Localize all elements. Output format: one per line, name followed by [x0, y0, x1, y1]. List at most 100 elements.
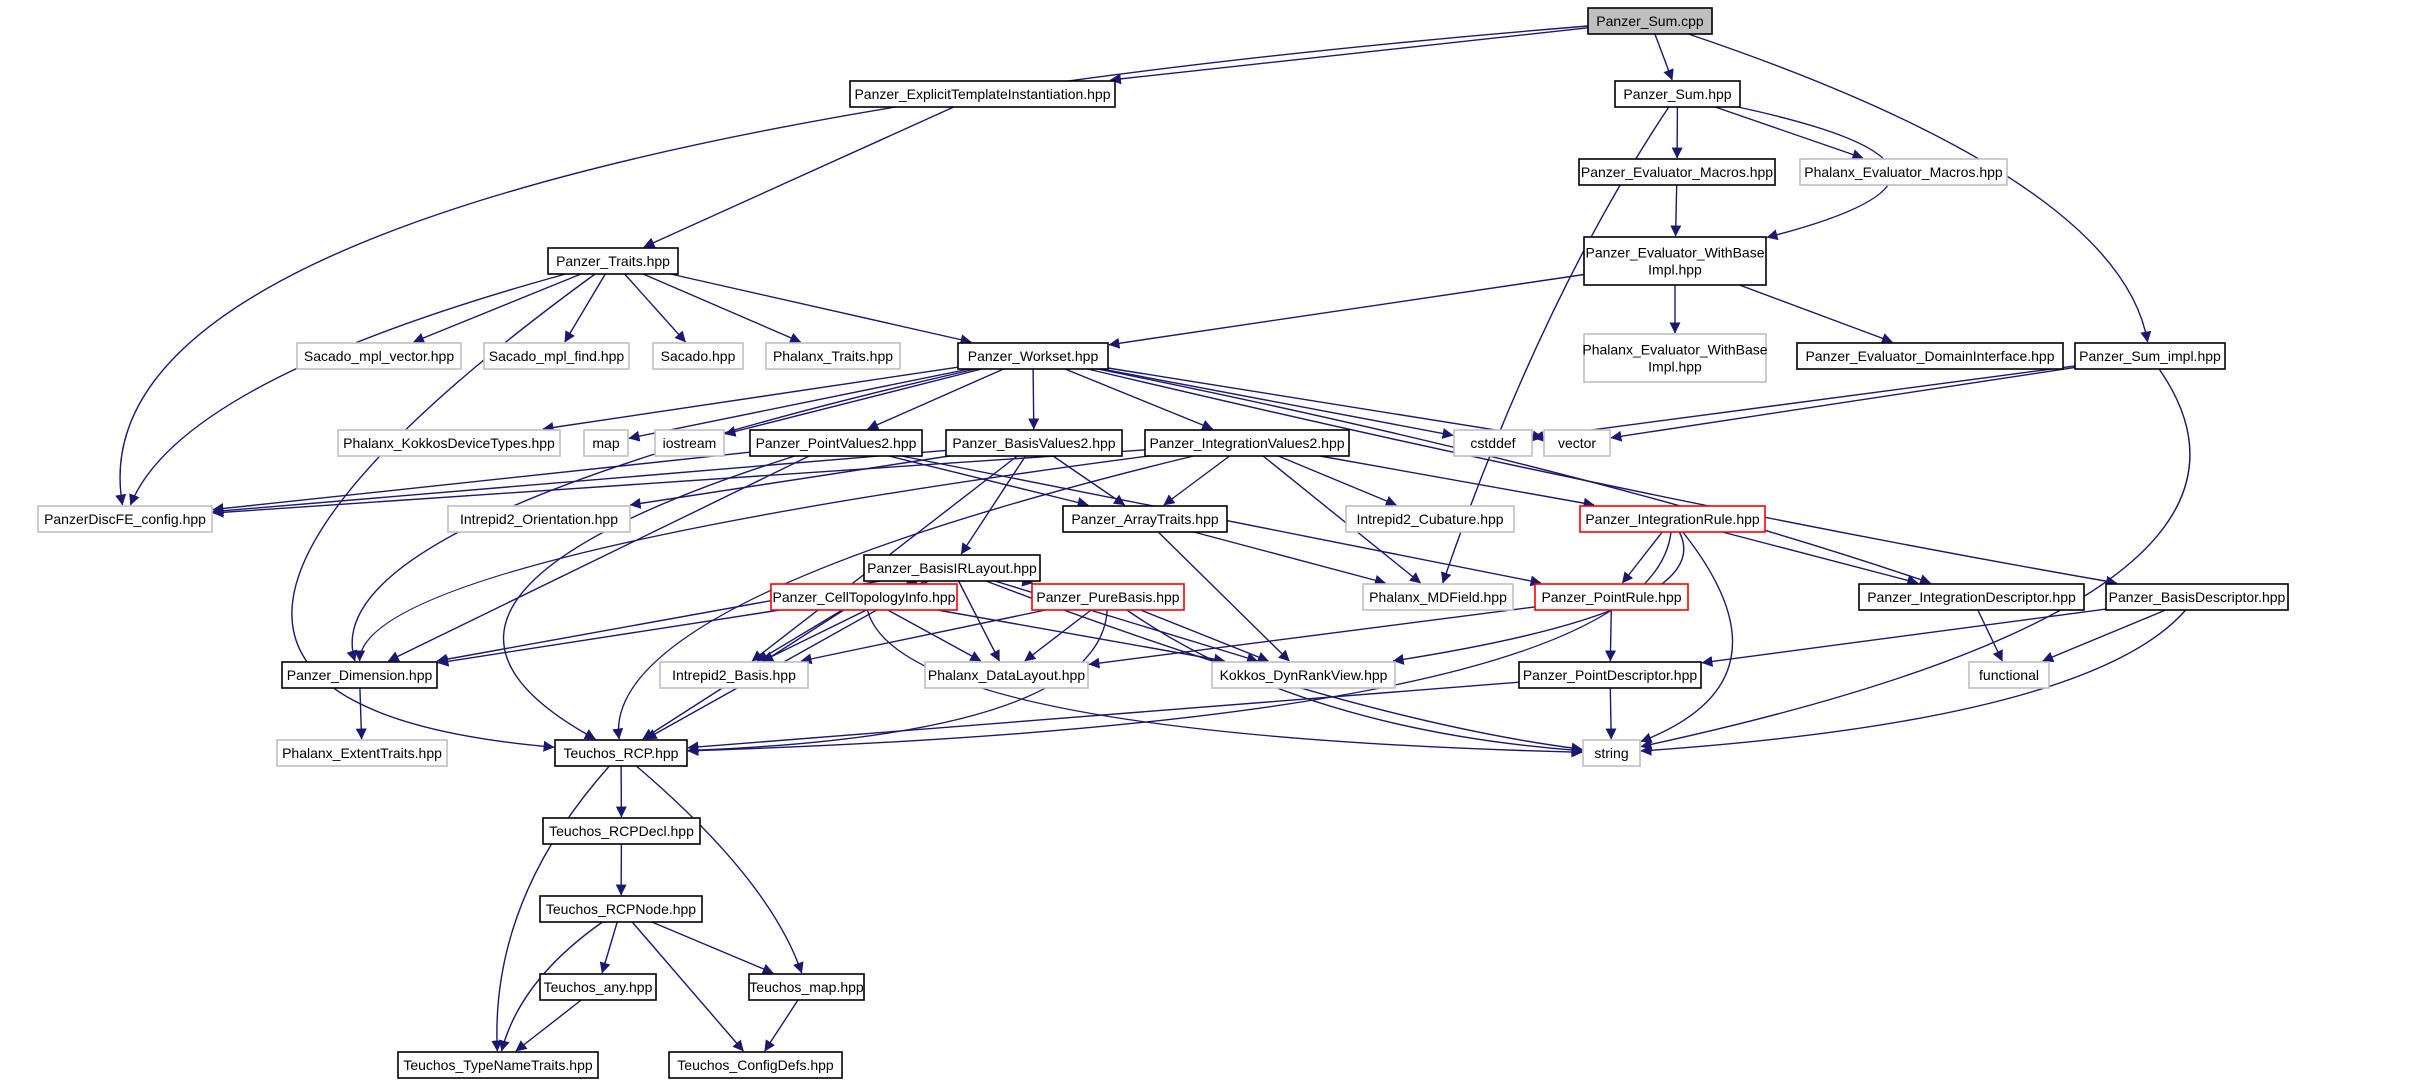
edge-traits-to-workset — [670, 273, 972, 346]
edge-point_rule-to-phx_layout — [1088, 606, 1536, 669]
node-iv2[interactable]: Panzer_IntegrationValues2.hpp — [1144, 429, 1350, 457]
node-typename[interactable]: Teuchos_TypeNameTraits.hpp — [397, 1051, 599, 1079]
node-label: Teuchos_map.hpp — [749, 979, 864, 995]
node-cstddef[interactable]: cstddef — [1453, 429, 1533, 457]
node-int-desc[interactable]: Panzer_IntegrationDescriptor.hpp — [1858, 583, 2085, 611]
node-rcpdecl[interactable]: Teuchos_RCPDecl.hpp — [542, 817, 701, 845]
node-eval-macros[interactable]: Panzer_Evaluator_Macros.hpp — [1578, 158, 1776, 186]
edge-workset-to-pv2 — [867, 368, 1004, 430]
node-label: Panzer_Sum.hpp — [1623, 86, 1731, 102]
node-box — [583, 429, 629, 457]
node-label: Phalanx_Traits.hpp — [773, 348, 893, 364]
node-label: Teuchos_RCP.hpp — [564, 745, 679, 761]
node-label: vector — [1558, 435, 1596, 451]
node-rcpnode[interactable]: Teuchos_RCPNode.hpp — [539, 895, 703, 923]
node-phx-traits[interactable]: Phalanx_Traits.hpp — [765, 342, 901, 370]
node-basis-desc[interactable]: Panzer_BasisDescriptor.hpp — [2105, 583, 2289, 611]
node-label: Phalanx_MDField.hpp — [1369, 589, 1507, 605]
node-functional[interactable]: functional — [1968, 661, 2050, 689]
node-bv2[interactable]: Panzer_BasisValues2.hpp — [945, 429, 1123, 457]
node-box — [1796, 342, 2064, 370]
node-point-rule[interactable]: Panzer_PointRule.hpp — [1534, 583, 1689, 611]
node-label: Intrepid2_Orientation.hpp — [460, 511, 618, 527]
node-box — [1345, 505, 1515, 533]
node-traits[interactable]: Panzer_Traits.hpp — [547, 247, 679, 275]
node-sum-impl[interactable]: Panzer_Sum_impl.hpp — [2074, 342, 2226, 370]
node-string[interactable]: string — [1582, 739, 1641, 767]
edge-sum_cpp-to-sum_impl — [1688, 33, 2152, 343]
node-int-rule[interactable]: Panzer_IntegrationRule.hpp — [1579, 505, 1766, 533]
node-discfe[interactable]: PanzerDiscFE_config.hpp — [37, 505, 213, 533]
node-map[interactable]: map — [583, 429, 629, 457]
node-sum-hpp[interactable]: Panzer_Sum.hpp — [1614, 80, 1741, 108]
node-configdefs[interactable]: Teuchos_ConfigDefs.hpp — [668, 1051, 843, 1079]
edge-workset-to-map — [628, 368, 970, 442]
edge-pure_basis-to-phx_layout — [1024, 609, 1092, 662]
node-any[interactable]: Teuchos_any.hpp — [539, 973, 657, 1001]
node-cell-topo[interactable]: Panzer_CellTopologyInfo.hpp — [770, 583, 958, 611]
node-iostream[interactable]: iostream — [654, 429, 725, 457]
node-phx-extent[interactable]: Phalanx_ExtentTraits.hpp — [276, 739, 448, 767]
node-birl[interactable]: Panzer_BasisIRLayout.hpp — [863, 554, 1041, 582]
node-label: Panzer_Workset.hpp — [968, 348, 1099, 364]
node-label: Phalanx_ExtentTraits.hpp — [282, 745, 442, 761]
node-box — [945, 429, 1123, 457]
node-phx-mdfield[interactable]: Phalanx_MDField.hpp — [1362, 583, 1514, 611]
node-label: Sacado.hpp — [661, 348, 736, 364]
node-eti[interactable]: Panzer_ExplicitTemplateInstantiation.hpp — [849, 80, 1116, 108]
node-sum-cpp[interactable]: Panzer_Sum.cpp — [1587, 7, 1713, 35]
node-label: Teuchos_any.hpp — [544, 979, 653, 995]
node-sacado-vec[interactable]: Sacado_mpl_vector.hpp — [296, 342, 462, 370]
edge-basis_desc-to-point_desc — [1701, 608, 2107, 667]
edge-iv2-to-discfe — [212, 449, 1146, 518]
node-domain-iface[interactable]: Panzer_Evaluator_DomainInterface.hpp — [1796, 342, 2064, 370]
node-array-traits[interactable]: Panzer_ArrayTraits.hpp — [1062, 505, 1228, 533]
edge-sum_cpp-to-sum_hpp — [1654, 33, 1674, 81]
node-box — [542, 817, 701, 845]
node-i2-cub[interactable]: Intrepid2_Cubature.hpp — [1345, 505, 1515, 533]
node-i2-basis[interactable]: Intrepid2_Basis.hpp — [659, 661, 809, 689]
edge-eti-to-traits — [643, 106, 954, 248]
edge-array_traits-to-phx_mdfield — [1193, 531, 1386, 586]
edge-workset-to-dimension — [346, 368, 976, 662]
node-box — [1031, 583, 1185, 611]
node-label: functional — [1979, 667, 2039, 683]
node-pv2[interactable]: Panzer_PointValues2.hpp — [749, 429, 923, 457]
node-phx-eval-macros[interactable]: Phalanx_Evaluator_Macros.hpp — [1799, 158, 2008, 186]
node-phx-layout[interactable]: Phalanx_DataLayout.hpp — [924, 661, 1089, 689]
node-box — [1543, 429, 1611, 457]
node-pure-basis[interactable]: Panzer_PureBasis.hpp — [1031, 583, 1185, 611]
node-box — [654, 429, 725, 457]
node-box — [1858, 583, 2085, 611]
edge-pure_basis-to-rcp — [687, 609, 1108, 756]
edge-pv2-to-discfe — [212, 451, 751, 514]
edge-pure_basis-to-string — [1126, 609, 1583, 756]
node-sacado-find[interactable]: Sacado_mpl_find.hpp — [483, 342, 630, 370]
edge-int_rule-to-rcp — [687, 531, 1672, 757]
edge-rcpnode-to-typename — [498, 921, 603, 1052]
edge-rcp-to-typename — [491, 765, 610, 1052]
edge-eval_macros-to-eval_wb_impl — [1670, 184, 1682, 237]
node-i2-orient[interactable]: Intrepid2_Orientation.hpp — [447, 505, 631, 533]
edge-iv2-to-int_rule — [1319, 455, 1595, 509]
edge-point_desc-to-rcp — [687, 681, 1520, 753]
edge-pure_basis-to-kokkos_drv — [1140, 609, 1269, 663]
node-label: Phalanx_KokkosDeviceTypes.hpp — [343, 435, 555, 451]
node-kokkos-dev[interactable]: Phalanx_KokkosDeviceTypes.hpp — [337, 429, 561, 457]
edge-point_rule-to-point_desc — [1605, 609, 1617, 662]
node-label: Sacado_mpl_vector.hpp — [304, 348, 454, 364]
edge-workset-to-basis_desc — [1087, 368, 2118, 587]
edge-cell_topo-to-i2_basis — [756, 609, 843, 662]
node-kokkos-drv[interactable]: Kokkos_DynRankView.hpp — [1211, 661, 1396, 689]
node-tmap[interactable]: Teuchos_map.hpp — [748, 973, 865, 1001]
node-workset[interactable]: Panzer_Workset.hpp — [957, 342, 1109, 370]
node-vector[interactable]: vector — [1543, 429, 1611, 457]
node-sacado[interactable]: Sacado.hpp — [652, 342, 744, 370]
node-point-desc[interactable]: Panzer_PointDescriptor.hpp — [1518, 661, 1702, 689]
edge-any-to-typename — [515, 999, 582, 1052]
node-rcp[interactable]: Teuchos_RCP.hpp — [554, 739, 688, 767]
node-dimension[interactable]: Panzer_Dimension.hpp — [281, 661, 438, 689]
